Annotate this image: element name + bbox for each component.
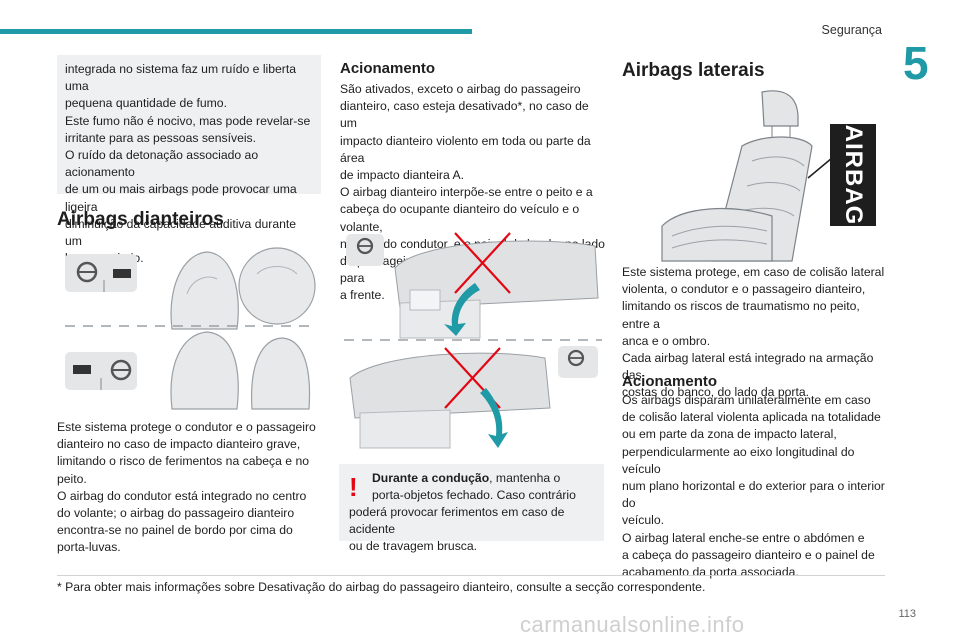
front-airbags-illustration: [65, 247, 316, 410]
note-line: pequena quantidade de fumo.: [65, 96, 227, 111]
info-note-box: integrada no sistema faz um ruído e libe…: [57, 55, 321, 265]
steering-icon-bottom: [558, 346, 598, 378]
heading-activation-side: Acionamento: [622, 373, 718, 390]
activation-front-text: São ativados, exceto o airbag do passage…: [340, 82, 605, 303]
footnote-divider: [57, 575, 885, 576]
footnote: * Para obter mais informações sobre Desa…: [57, 580, 706, 594]
heading-activation-front: Acionamento: [340, 60, 436, 77]
passenger-side-icon: [65, 352, 137, 390]
header-accent-bar: [0, 29, 472, 34]
section-title: Segurança: [821, 23, 882, 37]
heading-side-airbags: Airbags laterais: [622, 60, 765, 81]
warning-text-cont: poderá provocar ferimentos em caso de ac…: [349, 505, 565, 553]
note-line: irritante para as pessoas sensíveis.: [65, 130, 257, 145]
note-line: integrada no sistema faz um ruído e libe…: [65, 62, 297, 94]
airbag-label: AIRBAG: [840, 124, 867, 226]
airbag-label-box: AIRBAG: [830, 124, 876, 226]
side-airbags-text: Este sistema protege, em caso de colisão…: [622, 265, 885, 400]
note-line: diminuição da capacidade auditiva durant…: [65, 216, 297, 249]
side-airbag-seat-illustration: [661, 90, 876, 262]
warning-box: ! Durante a condução, mantenha o porta-o…: [339, 464, 604, 553]
driver-side-icon: [65, 254, 137, 292]
watermark: carmanualsonline.info: [520, 612, 745, 637]
warning-text: Durante a condução, mantenha o porta-obj…: [372, 471, 576, 502]
page-number: 113: [898, 608, 916, 620]
activation-side-text: Os airbags disparam unilateralmente em c…: [622, 393, 885, 580]
front-airbags-text: Este sistema protege o condutor e o pass…: [57, 420, 316, 555]
note-line: Este fumo não é nocivo, mas pode revelar…: [65, 113, 311, 128]
dashboard-illustration: [344, 232, 602, 449]
chapter-number: 5: [903, 37, 929, 89]
steering-icon-top: [346, 234, 384, 266]
note-line: O ruído da detonação associado ao aciona…: [65, 148, 259, 180]
warning-icon: !: [349, 472, 358, 502]
note-line: de um ou mais airbags pode provocar uma …: [65, 182, 297, 214]
heading-front-airbags: Airbags dianteiros: [57, 209, 224, 230]
